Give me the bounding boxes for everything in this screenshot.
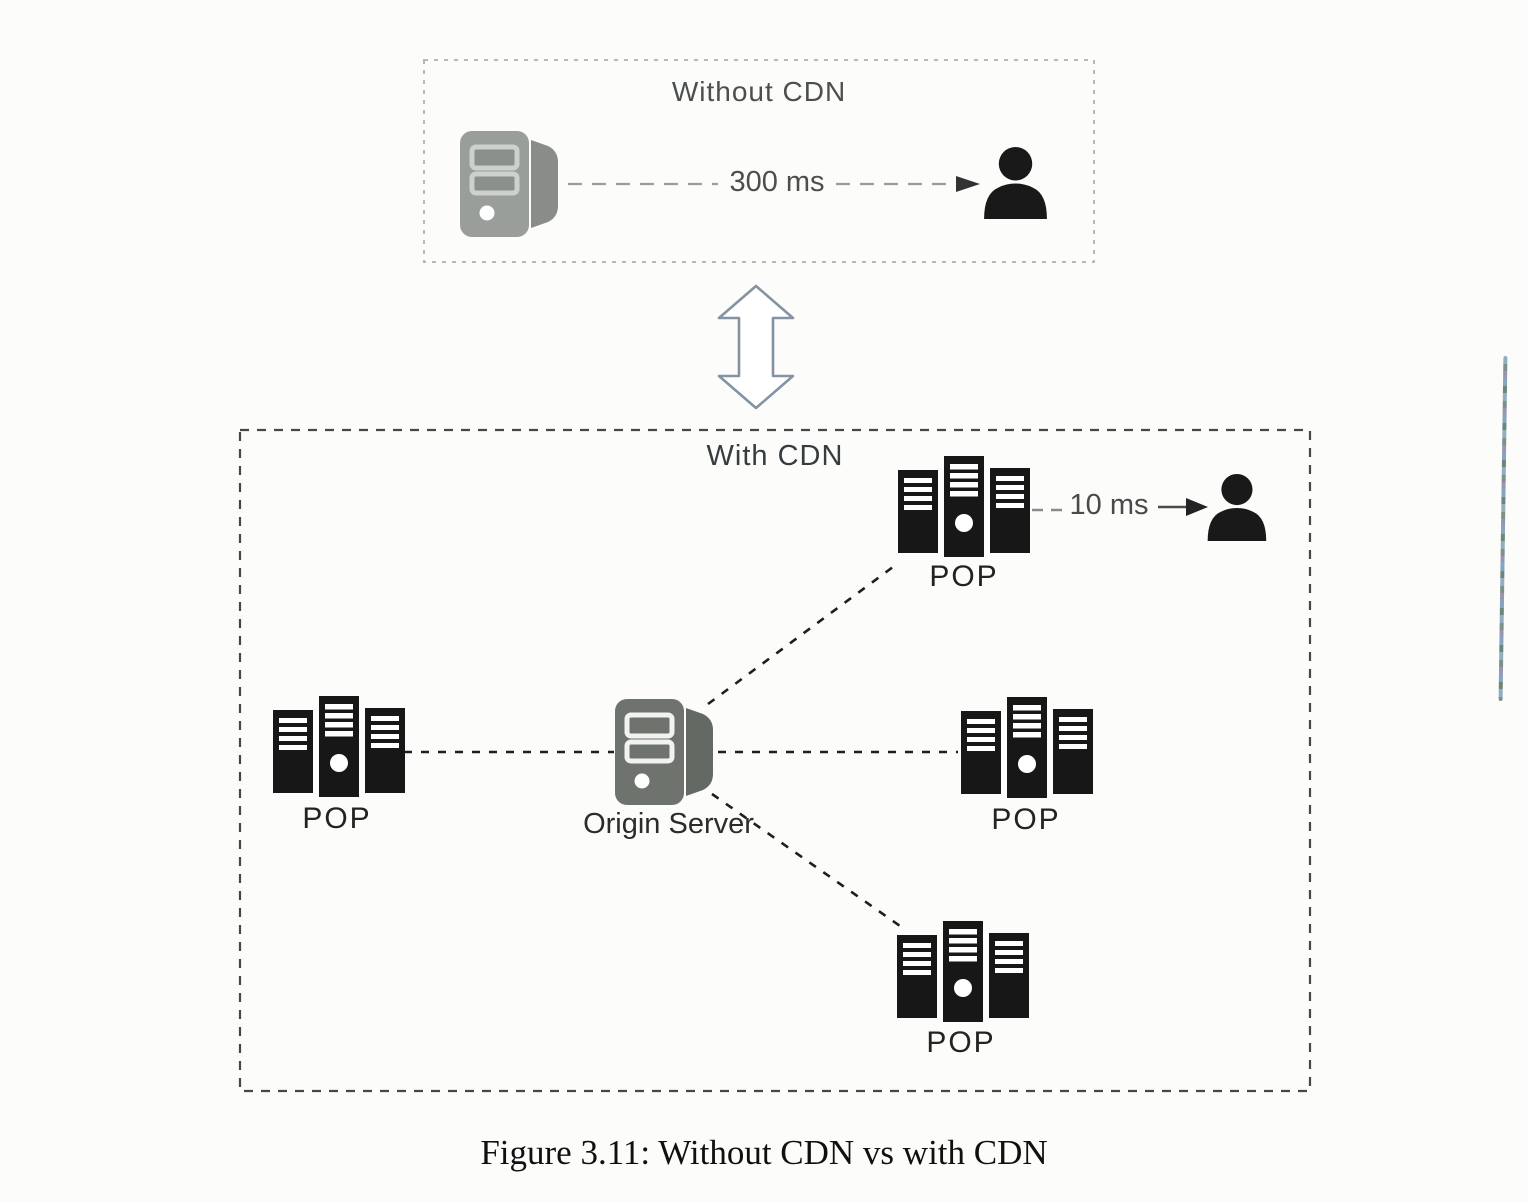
server-tower-icon	[456, 128, 562, 240]
connector-origin-bottom-pop	[711, 792, 901, 928]
with-cdn-title: With CDN	[706, 440, 844, 472]
server-cluster-icon-bottom	[897, 921, 1029, 1025]
pop-label-right: POP	[991, 803, 1061, 836]
without-cdn-title: Without CDN	[671, 76, 847, 107]
double-vertical-arrow-icon	[717, 284, 795, 410]
figure-caption: Figure 3.11: Without CDN vs with CDN	[480, 1133, 1048, 1172]
user-icon-cdn	[1203, 473, 1269, 541]
latency-300-label: 300 ms	[729, 166, 825, 198]
latency-10-label: 10 ms	[1069, 489, 1149, 521]
origin-server-label: Origin Server	[583, 808, 754, 840]
without-cdn-box-border	[423, 59, 1095, 263]
with-cdn-box-border	[238, 428, 1312, 1093]
latency-10-arrowhead	[1186, 498, 1208, 516]
pop-label-bottom: POP	[926, 1026, 996, 1059]
user-icon	[981, 146, 1048, 219]
pop-label-top: POP	[929, 560, 999, 593]
latency-300-arrowhead	[956, 176, 980, 192]
pop-label-left: POP	[302, 802, 372, 835]
connector-origin-top-pop	[707, 562, 898, 706]
origin-server-icon	[611, 696, 717, 808]
server-cluster-icon-left	[273, 696, 405, 800]
server-cluster-icon-right	[961, 697, 1093, 801]
